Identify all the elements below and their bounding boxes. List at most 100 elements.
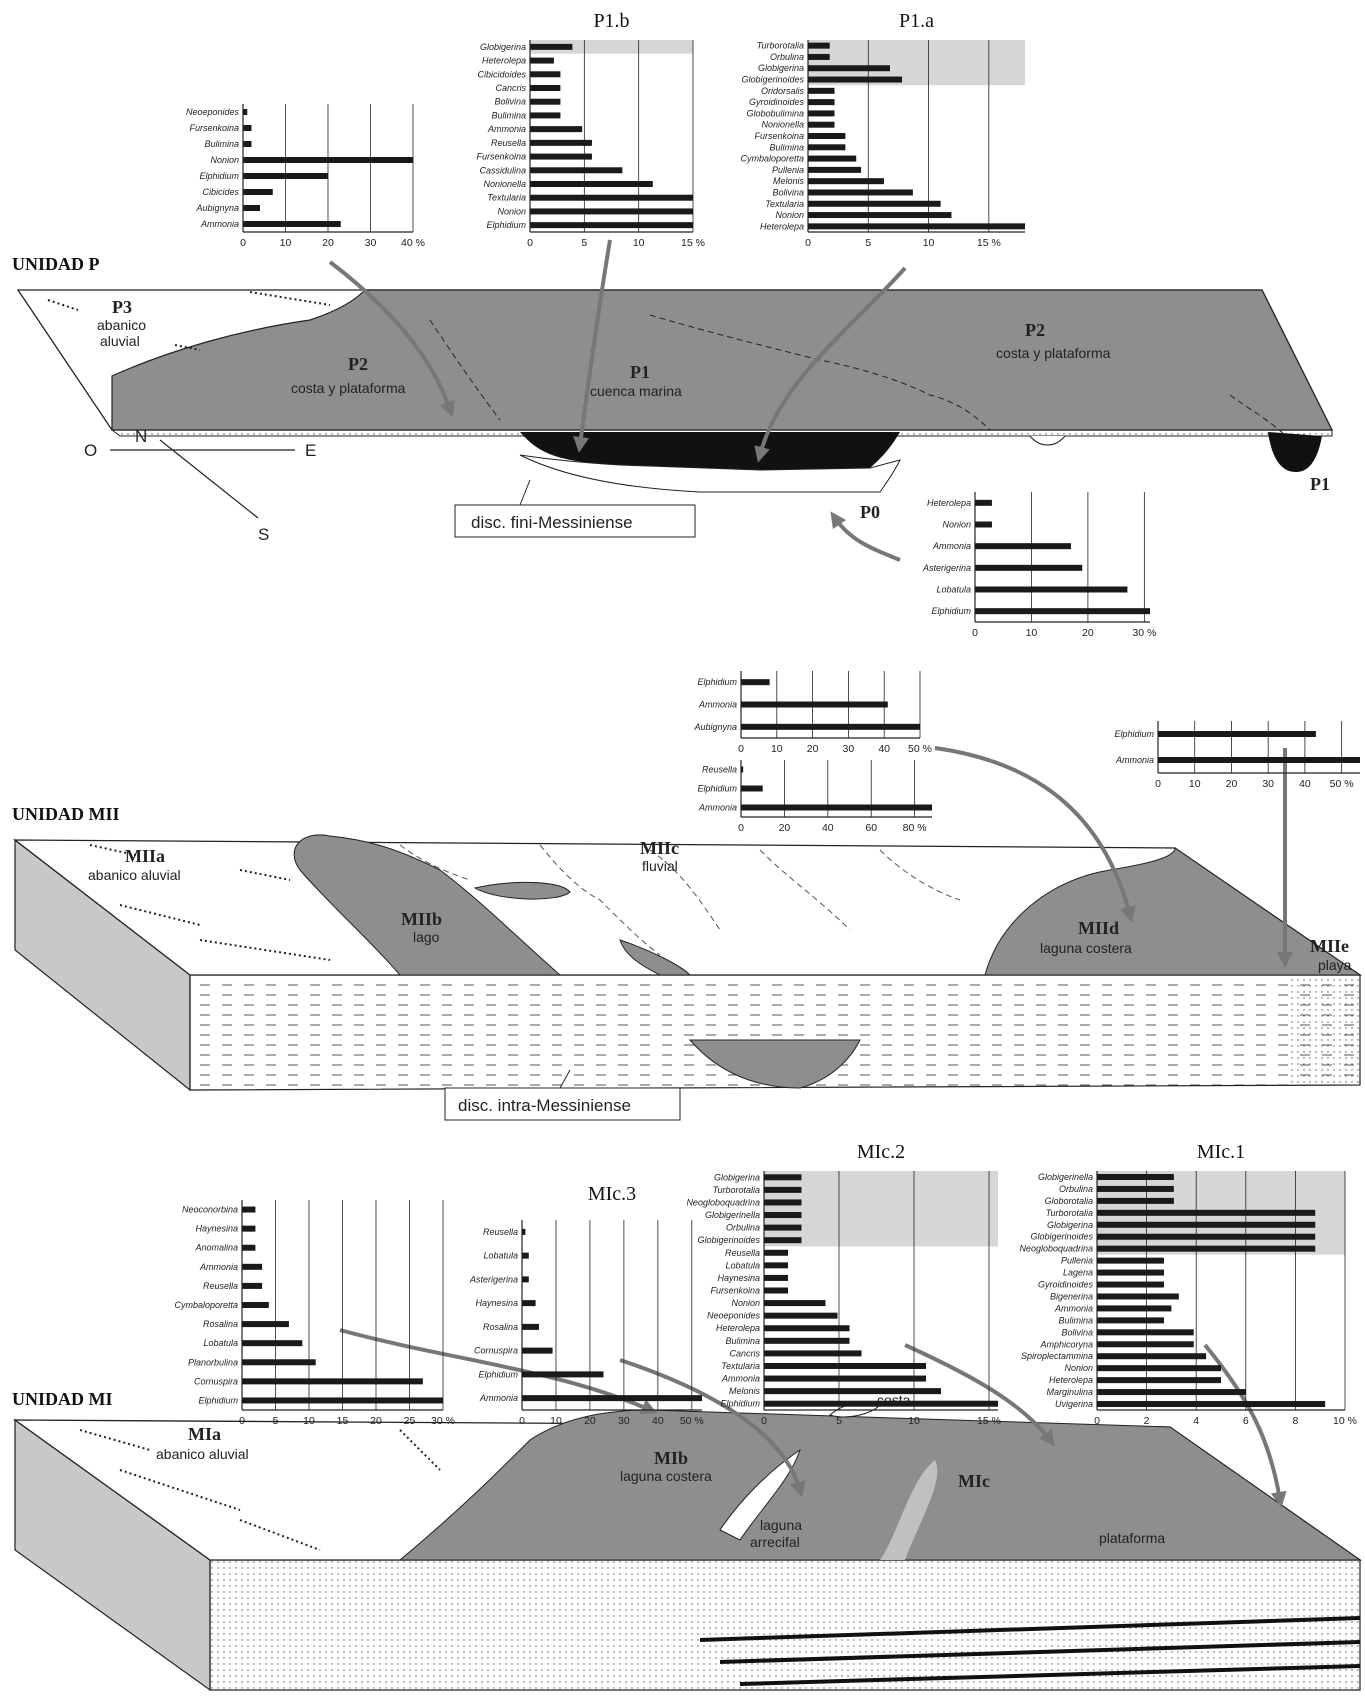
tick-label: 20 [370,1415,382,1427]
bar [741,766,744,773]
compass-e: E [305,441,316,460]
category-label: Ammonia [698,803,737,813]
compass-o: O [84,441,97,460]
zone-miic: MIIc [640,838,679,858]
category-label: Cornuspira [474,1346,518,1356]
zone-laguna: laguna [760,1517,802,1533]
tick-label: 0 [239,1415,245,1427]
zone-miie-desc: playa [1318,957,1352,973]
compass-s: S [258,525,269,544]
zone-miid: MIId [1078,918,1119,938]
category-label: Amphicoryna [1039,1339,1093,1349]
bar [764,1199,802,1206]
bar [764,1362,926,1369]
category-label: Heterolepa [1049,1375,1093,1385]
category-label: Globorotalia [1044,1196,1093,1206]
bar [522,1323,539,1330]
category-label: Globigerinella [1038,1172,1093,1182]
tick-label: 25 [404,1415,416,1427]
bar [1097,1365,1221,1372]
zone-mia: MIa [188,1424,221,1444]
category-label: Heterolepa [927,498,971,508]
tick-label: 30 [843,743,855,755]
bar [764,1337,850,1344]
chart-title: MIc.2 [857,1141,905,1163]
category-label: Uvigerina [1055,1399,1093,1409]
category-label: Aubignyna [195,203,239,213]
category-label: Ammonia [487,124,526,134]
bar [1097,1269,1164,1276]
category-label: Ammonia [479,1393,518,1403]
zone-miib-desc: lago [413,929,440,945]
category-label: Textularia [487,193,526,203]
zone-p1-center: P1 [630,362,650,382]
category-label: Melonis [729,1386,761,1396]
category-label: Cancris [729,1348,760,1358]
category-label: Lobatula [483,1251,518,1261]
p-surface-gray [111,289,1333,431]
bar [1097,1221,1316,1228]
category-label: Rosalina [483,1322,518,1332]
bar [808,166,862,173]
bar [1097,1185,1174,1192]
tick-label: 5 [273,1415,279,1427]
bar [808,110,835,117]
bar [1158,757,1360,763]
category-label: Cibicidoides [477,69,526,79]
tick-label: 15 [337,1415,349,1427]
zone-p1-center-desc: cuenca marina [590,383,682,399]
category-label: Ammonia [932,541,971,551]
zone-p3-desc2: aluvial [100,333,140,349]
category-label: Bolivina [494,97,526,107]
bar [808,189,913,196]
category-label: Elphidium [478,1369,518,1379]
category-label: Bulimina [725,1336,760,1346]
category-label: Globigerina [480,42,526,52]
tick-label: 50 % [1330,778,1354,790]
zone-mia-desc: abanico aluvial [156,1446,249,1462]
category-label: Ammonia [1115,755,1154,765]
unit-mii-block [13,834,1363,1092]
miib-tongue [619,939,692,976]
bar [1097,1173,1174,1180]
category-label: Pullenia [1061,1256,1093,1266]
bar [1097,1305,1172,1312]
zone-p1-channel: P1 [790,467,810,487]
zone-mic-desc: plataforma [1099,1530,1165,1546]
unit-mi-title: UNIDAD MI [12,1389,113,1409]
bar [522,1228,526,1235]
bar [242,1263,263,1270]
bar [530,43,573,50]
tick-label: 0 [972,627,978,639]
category-label: Bulimina [769,142,804,152]
bar [975,608,1150,615]
category-label: Cymbaloporetta [740,154,804,164]
zone-miia: MIIa [125,846,165,866]
category-label: Turborotalia [713,1185,760,1195]
category-label: Elphidium [697,677,737,687]
tick-label: 0 [519,1415,525,1427]
bar [1097,1233,1316,1240]
bar [764,1212,802,1219]
bar [764,1400,998,1407]
bar [530,139,592,146]
tick-label: 10 [1189,778,1201,790]
tick-label: 20 [584,1415,596,1427]
category-label: Cibicides [202,187,239,197]
disc-fini-label: disc. fini-Messiniense [471,513,633,532]
tick-label: 10 [303,1415,315,1427]
tick-label: 0 [1155,778,1161,790]
category-label: Nonion [1064,1363,1093,1373]
category-label: Globigerina [758,63,804,73]
mii-front-dotted [1290,975,1360,1085]
tick-label: 10 [280,237,292,249]
category-label: Nonion [775,210,804,220]
category-label: Lobatula [203,1338,238,1348]
bar [808,76,903,83]
tick-label: 0 [527,237,533,249]
category-label: Reusella [491,138,526,148]
compass [110,439,295,519]
